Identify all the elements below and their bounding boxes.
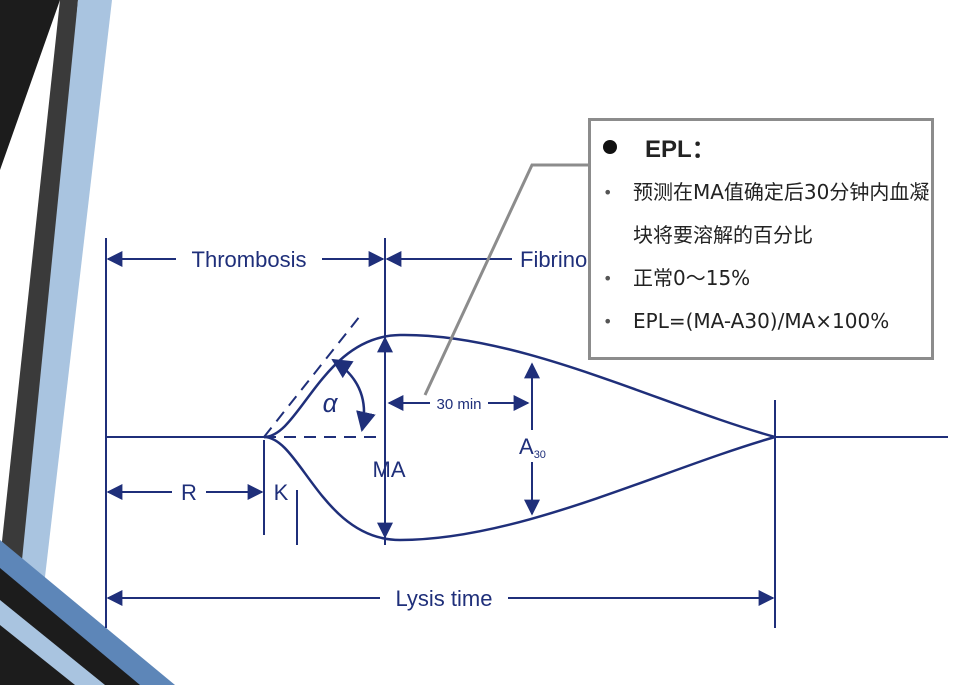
list-item: • 正常0～15% xyxy=(601,257,931,300)
bullet-icon: • xyxy=(603,183,613,202)
stripe-dark-top xyxy=(0,0,60,170)
callout-connector xyxy=(423,163,590,396)
lysis-time-label: Lysis time xyxy=(396,586,493,611)
min30-label: 30 min xyxy=(436,396,481,413)
fibrinolysis-label: Fibrino xyxy=(520,247,587,272)
list-item-text: 正常0～15% xyxy=(633,266,751,290)
callout-list: • 预测在MA值确定后30分钟内血凝块将要溶解的百分比 • 正常0～15% • … xyxy=(601,171,931,343)
list-item: • EPL=(MA-A30)/MA×100% xyxy=(601,300,931,343)
alpha-arc xyxy=(331,358,376,432)
list-item: • 预测在MA值确定后30分钟内血凝块将要溶解的百分比 xyxy=(601,171,931,257)
callout-title: EPL： xyxy=(603,129,716,164)
alpha-label: α xyxy=(323,388,339,418)
list-item-text: EPL=(MA-A30)/MA×100% xyxy=(633,309,890,333)
k-label: K xyxy=(274,480,289,505)
callout-title-text: EPL： xyxy=(645,136,716,163)
ma-label: MA xyxy=(373,457,406,482)
r-label: R xyxy=(181,480,197,505)
a30-label: A30 xyxy=(519,434,546,461)
stripe-dark-diagonal xyxy=(0,0,78,685)
stripe-light-bottom xyxy=(0,600,105,685)
stripe-blue-bottom xyxy=(0,540,175,685)
stripe-light-blue xyxy=(16,0,112,620)
epl-callout-box: EPL： • 预测在MA值确定后30分钟内血凝块将要溶解的百分比 • 正常0～1… xyxy=(588,118,934,360)
thrombosis-label: Thrombosis xyxy=(192,247,307,272)
bullet-icon: • xyxy=(603,312,613,331)
list-item-text: 预测在MA值确定后30分钟内血凝块将要溶解的百分比 xyxy=(633,180,930,247)
bullet-icon: • xyxy=(603,269,613,288)
teg-curve-lower xyxy=(263,435,776,542)
alpha-tangent-line xyxy=(263,315,361,438)
bullet-dot-icon xyxy=(603,139,617,154)
teg-curve-upper xyxy=(263,333,776,439)
